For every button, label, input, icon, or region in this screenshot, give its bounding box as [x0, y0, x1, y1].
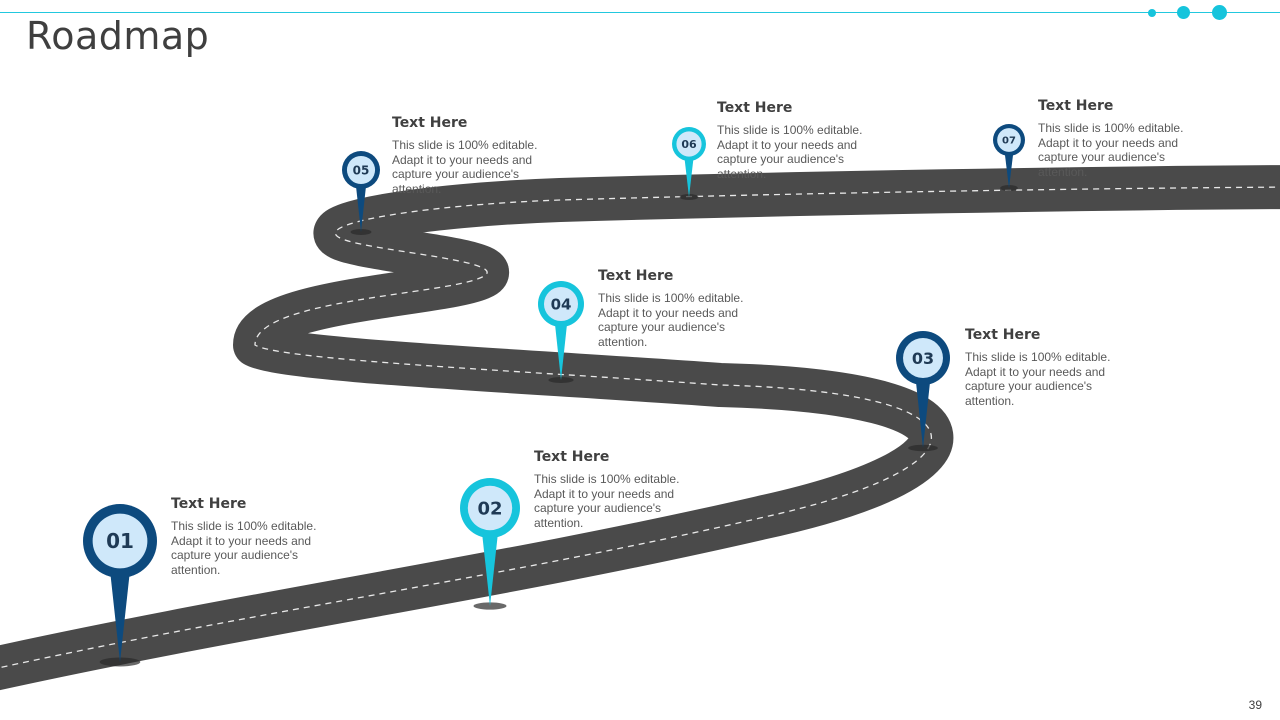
pin-inner [676, 131, 702, 157]
map-pin-icon: 06 [672, 127, 706, 200]
milestone-02-text: Text Here This slide is 100% editable. A… [534, 449, 684, 530]
milestone-description: This slide is 100% editable. Adapt it to… [171, 519, 317, 577]
milestone-description: This slide is 100% editable. Adapt it to… [1038, 121, 1184, 179]
map-pin-icon: 03 [896, 331, 950, 452]
milestone-title: Text Here [598, 268, 674, 284]
pin-stem [684, 155, 694, 197]
milestone-description: This slide is 100% editable. Adapt it to… [598, 291, 744, 349]
pin-inner [467, 485, 513, 531]
milestone-description: This slide is 100% editable. Adapt it to… [534, 472, 680, 530]
milestone-title: Text Here [392, 115, 468, 131]
decorative-dot [1212, 5, 1227, 20]
map-pin-icon: 04 [538, 281, 584, 383]
map-pin-icon: 02 [460, 478, 520, 610]
milestone-pins: 01 02 03 04 05 06 07 [83, 124, 1025, 667]
pin-inner [346, 155, 376, 185]
milestone-number: 05 [353, 163, 370, 177]
milestone-title: Text Here [1038, 98, 1114, 114]
pin-stem [915, 376, 931, 448]
milestone-07-text: Text Here This slide is 100% editable. A… [1038, 98, 1188, 179]
milestone-title: Text Here [171, 496, 247, 512]
road-surface [0, 165, 1280, 691]
milestone-number: 02 [477, 498, 502, 519]
pin-inner [543, 286, 579, 322]
milestone-04-text: Text Here This slide is 100% editable. A… [598, 268, 748, 349]
milestone-number: 03 [912, 349, 934, 368]
milestone-title: Text Here [717, 100, 793, 116]
milestone-number: 07 [1002, 136, 1016, 147]
milestone-06-text: Text Here This slide is 100% editable. A… [717, 100, 867, 181]
pin-inner [997, 128, 1021, 152]
milestone-description: This slide is 100% editable. Adapt it to… [392, 138, 538, 196]
decorative-dot [1177, 6, 1190, 19]
decorative-dot [1148, 9, 1156, 17]
milestone-title: Text Here [534, 449, 610, 465]
pin-stem [481, 529, 499, 606]
map-pin-icon: 01 [83, 504, 157, 667]
slide-title: Roadmap [26, 14, 210, 58]
milestone-number: 06 [681, 138, 697, 151]
pin-stem [109, 566, 131, 662]
milestone-03-text: Text Here This slide is 100% editable. A… [965, 327, 1115, 408]
pin-inner [903, 338, 943, 378]
milestone-description: This slide is 100% editable. Adapt it to… [717, 123, 863, 181]
road-center-line [0, 186, 1280, 669]
milestone-title: Text Here [965, 327, 1041, 343]
milestone-number: 01 [106, 529, 134, 553]
top-accent-line [0, 12, 1280, 13]
pin-stem [355, 183, 367, 232]
milestone-01-text: Text Here This slide is 100% editable. A… [171, 496, 321, 577]
milestone-description: This slide is 100% editable. Adapt it to… [965, 350, 1111, 408]
pin-inner [92, 513, 148, 569]
pin-stem [1004, 151, 1014, 188]
milestone-05-text: Text Here This slide is 100% editable. A… [392, 115, 542, 196]
milestone-number: 04 [551, 295, 572, 313]
map-pin-icon: 05 [342, 151, 380, 235]
map-pin-icon: 07 [993, 124, 1025, 191]
page-number: 39 [1248, 698, 1262, 712]
pin-stem [554, 320, 568, 380]
